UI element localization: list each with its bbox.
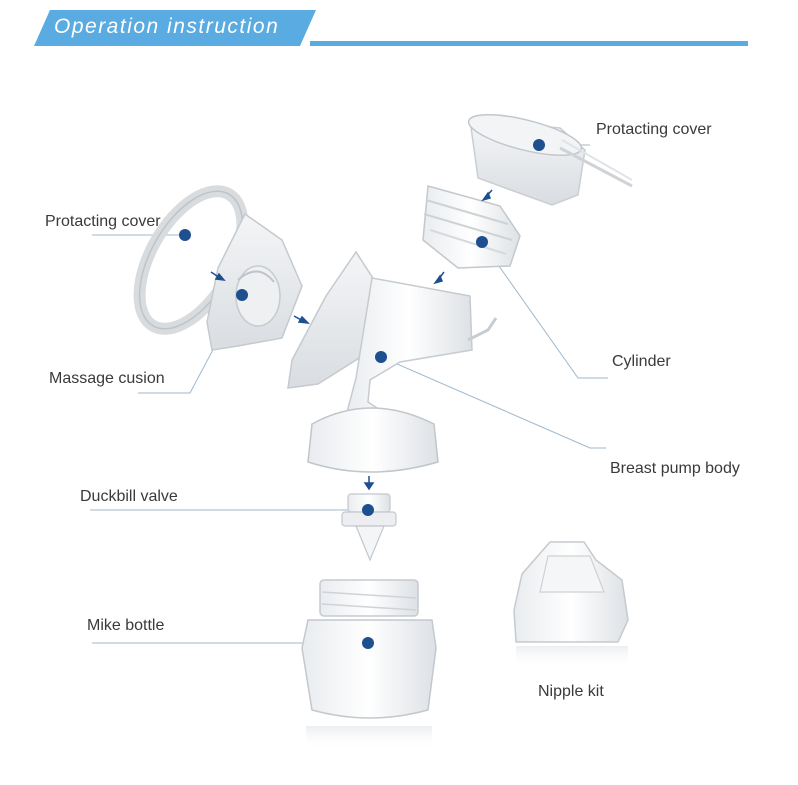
arrow-icon	[433, 271, 445, 285]
label-protecting-cover-top: Protacting cover	[596, 121, 712, 138]
cylinder-part	[422, 185, 521, 269]
label-protecting-cover-left: Protacting cover	[45, 213, 161, 230]
marker-duckbill	[362, 504, 374, 516]
arrow-icon	[363, 476, 375, 491]
header-banner	[34, 10, 316, 46]
arrow-icon	[210, 271, 226, 281]
leader-cylinder	[481, 241, 608, 379]
header-rule	[310, 41, 748, 46]
label-milk-bottle: Mike bottle	[87, 617, 165, 634]
label-cylinder: Cylinder	[612, 353, 671, 370]
marker-top-cover	[533, 139, 545, 151]
label-duckbill-valve: Duckbill valve	[80, 488, 178, 505]
label-nipple-kit: Nipple kit	[538, 683, 604, 700]
leader-body	[380, 356, 606, 449]
marker-massage	[236, 289, 248, 301]
breast-pump-body-part	[287, 250, 498, 473]
header-title: Operation instruction	[54, 15, 280, 38]
massage-cushion-part	[206, 212, 303, 351]
label-breast-pump-body: Breast pump body	[610, 460, 740, 477]
duckbill-valve-part	[341, 493, 397, 562]
arrow-icon	[481, 189, 493, 202]
part-markers	[179, 139, 545, 649]
assembly-arrows	[210, 189, 493, 491]
label-massage-cushion: Massage cusion	[49, 370, 165, 387]
arrow-icon	[293, 315, 311, 324]
marker-left-cover	[179, 229, 191, 241]
marker-body	[375, 351, 387, 363]
marker-cylinder	[476, 236, 488, 248]
nipple-kit-part	[513, 541, 629, 668]
top-protecting-cover	[467, 114, 633, 206]
milk-bottle-part	[301, 579, 437, 750]
marker-bottle	[362, 637, 374, 649]
